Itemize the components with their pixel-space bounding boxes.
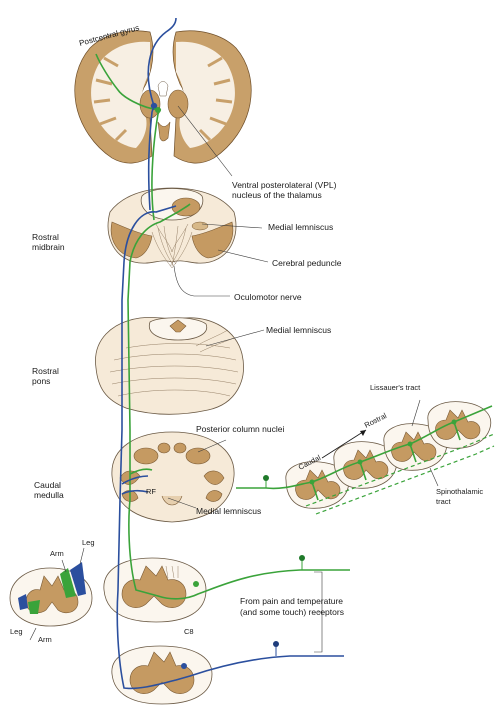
rostral-midbrain-label-2: midbrain — [32, 242, 65, 252]
medial-lemniscus-medulla-label: Medial lemniscus — [196, 506, 261, 516]
caudal-medulla-label-2: medulla — [34, 490, 64, 500]
rf-label: RF — [146, 487, 156, 496]
posterior-column-nuclei-label: Posterior column nuclei — [196, 424, 284, 434]
oculomotor-nerve-label: Oculomotor nerve — [234, 292, 302, 302]
oblique-cord-segments — [236, 402, 494, 514]
arm-label-bottom: Arm — [38, 635, 52, 644]
caudal-medulla-label-1: Caudal — [34, 480, 61, 490]
spinothalamic-label-1: Spinothalamic — [436, 487, 483, 496]
medial-lemniscus-midbrain-label: Medial lemniscus — [268, 222, 333, 232]
spinothalamic-label-2: tract — [436, 497, 452, 506]
somatotopy-cord-section — [10, 562, 92, 626]
rostral-pons-label-1: Rostral — [32, 366, 59, 376]
cerebral-peduncle-label: Cerebral peduncle — [272, 258, 342, 268]
rostral-arrow-label: Rostral — [363, 411, 389, 430]
receptors-label-1: From pain and temperature — [240, 596, 343, 606]
vpl-label-line1: Ventral posterolateral (VPL) — [232, 180, 337, 190]
coronal-brain-section — [75, 31, 251, 163]
leg-label-top: Leg — [82, 538, 95, 547]
rostral-pons-section — [95, 317, 243, 414]
spinal-cord-lower-section — [112, 646, 212, 704]
lissauers-tract-label: Lissauer's tract — [370, 383, 421, 392]
medial-lemniscus-pons-label: Medial lemniscus — [266, 325, 331, 335]
rostral-midbrain-label-1: Rostral — [32, 232, 59, 242]
arm-label-top: Arm — [50, 549, 64, 558]
leg-label-bottom: Leg — [10, 627, 23, 636]
rostral-midbrain-section — [108, 188, 236, 268]
c8-label: C8 — [184, 627, 194, 636]
receptors-label-2: (and some touch) receptors — [240, 607, 344, 617]
vpl-label-line2: nucleus of the thalamus — [232, 190, 322, 200]
rostral-pons-label-2: pons — [32, 376, 50, 386]
